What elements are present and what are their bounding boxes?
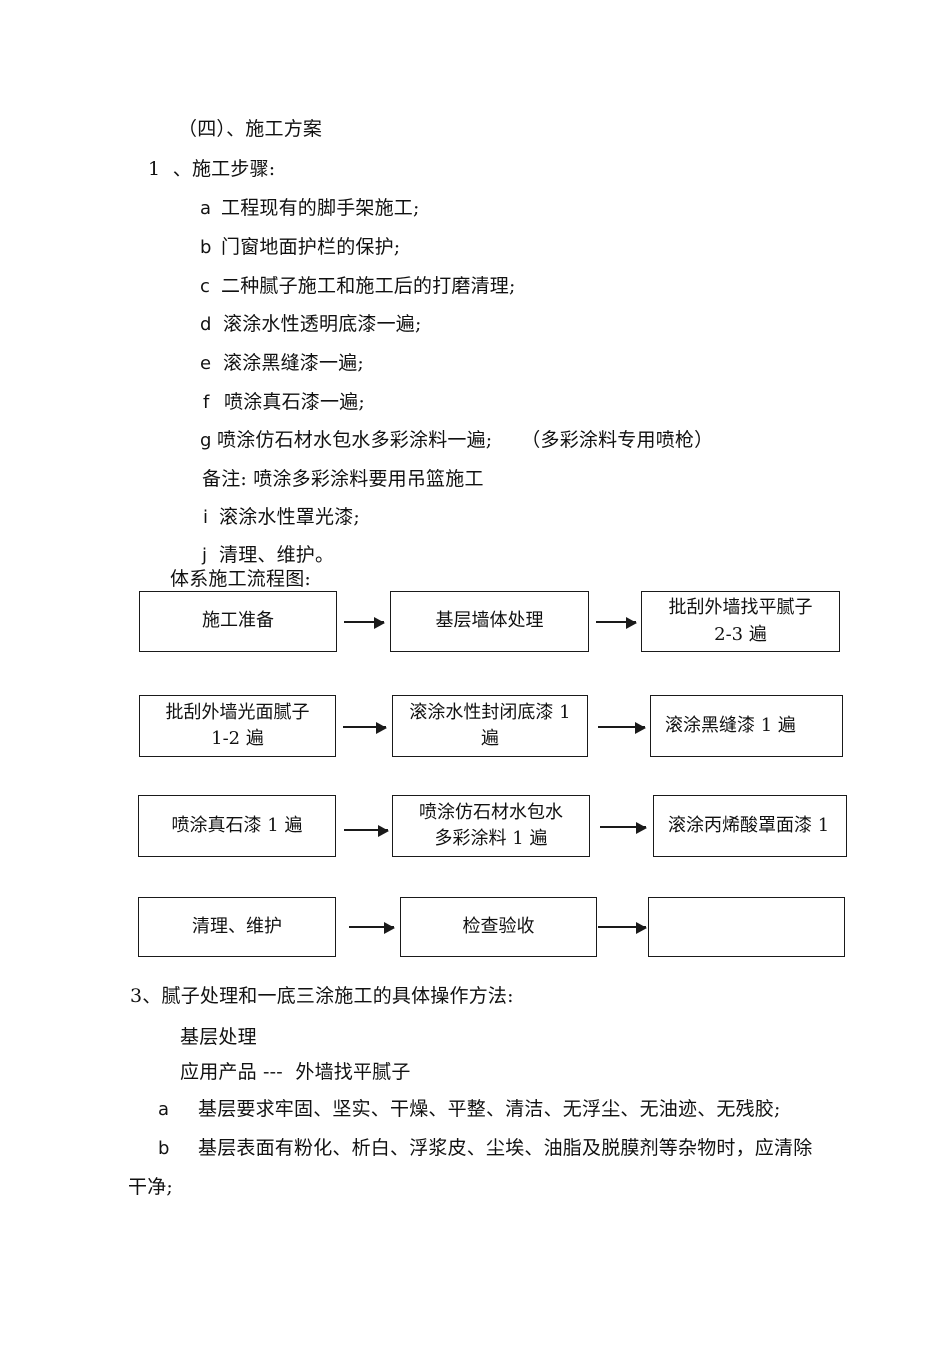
flow-box-r1c3[interactable]: 批刮外墙找平腻子 2-3 遍 (641, 591, 840, 652)
step-marker-j: j (202, 545, 208, 566)
step-text-i: 滚涂水性罩光漆; (219, 506, 361, 528)
step-marker-f: f (203, 392, 210, 413)
step-marker-c: c (200, 276, 211, 297)
flow-box-r4c2[interactable]: 检查验收 (400, 897, 597, 957)
flow-arrow-r1-1to2 (344, 617, 385, 629)
flow-box-r4c3[interactable] (648, 897, 845, 957)
flow-box-r4c1[interactable]: 清理、维护 (138, 897, 336, 957)
step-text-j: 清理、维护。 (219, 544, 335, 566)
flowchart-title: 体系施工流程图: (170, 568, 312, 590)
section3-line-1: 基层处理 (180, 1026, 257, 1048)
flow-box-r3c1[interactable]: 喷涂真石漆 1 遍 (138, 795, 336, 857)
step-list-heading: 1 、施工步骤: (148, 158, 276, 180)
step-text-e: 滚涂黑缝漆一遍; (223, 352, 365, 374)
step-marker-e: e (200, 353, 212, 374)
section3-heading: 3、腻子处理和一底三涂施工的具体操作方法: (130, 985, 514, 1007)
step-marker-a: a (200, 198, 212, 219)
section3-marker-a: a (158, 1099, 170, 1120)
flow-arrow-r3-1to2 (344, 825, 389, 837)
step-text-c: 二种腻子施工和施工后的打磨清理; (221, 275, 516, 297)
section3-line-2: 应用产品 --- 外墙找平腻子 (180, 1061, 411, 1083)
step-marker-i: i (203, 507, 209, 528)
flow-arrow-r1-2to3 (596, 617, 637, 629)
step-marker-d: d (200, 314, 212, 335)
flow-arrow-r4-1to2 (349, 922, 395, 934)
section3-text-a: 基层要求牢固、坚实、干燥、平整、清洁、无浮尘、无油迹、无残胶; (198, 1098, 781, 1120)
step-note: 备注: 喷涂多彩涂料要用吊篮施工 (202, 468, 484, 490)
flow-box-r3c3[interactable]: 滚涂丙烯酸罩面漆 1 (653, 795, 847, 857)
flow-box-r2c3[interactable]: 滚涂黑缝漆 1 遍 (650, 695, 843, 757)
step-text-a: 工程现有的脚手架施工; (221, 197, 420, 219)
flow-arrow-r3-2to3 (600, 822, 647, 834)
step-text-b: 门窗地面护栏的保护; (221, 236, 401, 258)
step-text-d: 滚涂水性透明底漆一遍; (223, 313, 422, 335)
section3-text-b: 基层表面有粉化、析白、浮浆皮、尘埃、油脂及脱膜剂等杂物时，应清除 (198, 1137, 813, 1159)
flow-arrow-r2-2to3 (598, 722, 646, 734)
flow-arrow-r2-1to2 (343, 722, 387, 734)
flow-box-r1c1[interactable]: 施工准备 (139, 591, 337, 652)
section3-continuation: 干净; (128, 1176, 174, 1198)
step-marker-b: b (200, 237, 212, 258)
section3-marker-b: b (158, 1138, 170, 1159)
step-marker-g: g (200, 430, 212, 451)
section-heading: （四）、施工方案 (178, 118, 323, 140)
flow-box-r2c1[interactable]: 批刮外墙光面腻子 1-2 遍 (139, 695, 336, 757)
flow-arrow-r4-2to3 (598, 922, 647, 934)
flow-box-r1c2[interactable]: 基层墙体处理 (390, 591, 589, 652)
flow-box-r2c2[interactable]: 滚涂水性封闭底漆 1 遍 (392, 695, 588, 757)
step-text-g: 喷涂仿石材水包水多彩涂料一遍; （多彩涂料专用喷枪） (217, 429, 714, 451)
step-text-f: 喷涂真石漆一遍; (224, 391, 366, 413)
flow-box-r3c2[interactable]: 喷涂仿石材水包水 多彩涂料 1 遍 (392, 795, 590, 857)
